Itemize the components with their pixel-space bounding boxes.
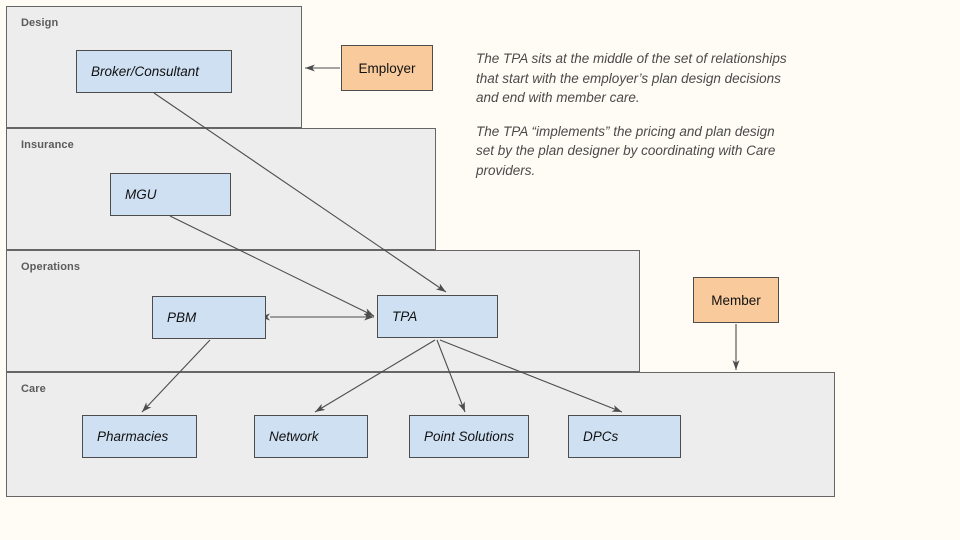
node-label-pbm: PBM [167,310,197,325]
node-network[interactable]: Network [254,415,368,458]
node-dpcs[interactable]: DPCs [568,415,681,458]
node-employer[interactable]: Employer [341,45,433,91]
band-label-insurance: Insurance [21,139,74,151]
node-label-point-solutions: Point Solutions [424,429,515,444]
node-mgu[interactable]: MGU [110,173,231,216]
node-tpa[interactable]: TPA [377,295,498,338]
node-label-pharmacies: Pharmacies [97,429,169,444]
band-label-care: Care [21,383,46,395]
annotation-paragraph-2: The TPA “implements” the pricing and pla… [476,123,776,178]
node-label-employer: Employer [358,60,416,76]
node-member[interactable]: Member [693,277,779,323]
swimlane-band-operations: Operations [6,250,640,372]
node-label-tpa: TPA [392,309,418,324]
node-label-dpcs: DPCs [583,429,619,444]
node-pbm[interactable]: PBM [152,296,266,339]
node-label-network: Network [269,429,319,444]
band-label-operations: Operations [21,261,81,273]
node-label-mgu: MGU [125,187,157,202]
node-point-solutions[interactable]: Point Solutions [409,415,529,458]
node-label-broker-consultant: Broker/Consultant [91,64,200,79]
node-label-member: Member [711,292,761,308]
annotation-paragraph-1: The TPA sits at the middle of the set of… [476,51,787,106]
annotation-text: The TPA sits at the middle of the set of… [476,49,796,180]
band-label-design: Design [21,17,59,29]
node-pharmacies[interactable]: Pharmacies [82,415,197,458]
node-broker-consultant[interactable]: Broker/Consultant [76,50,232,93]
